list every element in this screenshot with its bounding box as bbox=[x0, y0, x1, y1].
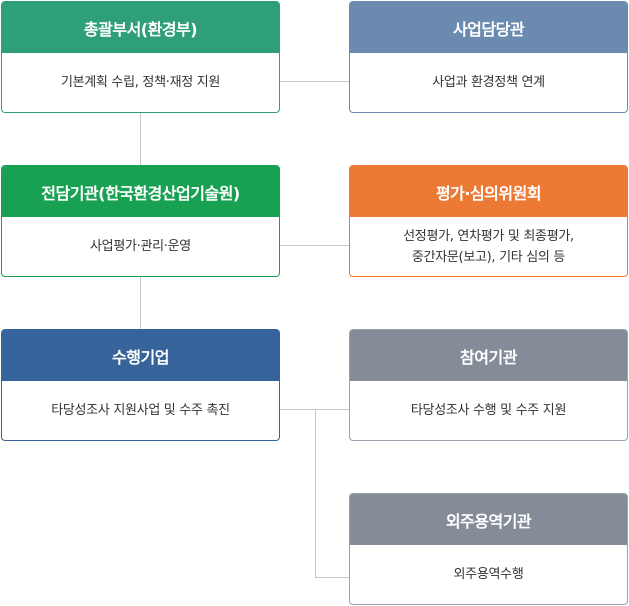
program-director-title: 사업담당관 bbox=[350, 2, 627, 53]
connector-agency-performer bbox=[140, 277, 141, 329]
connector-branch-contractor bbox=[315, 577, 349, 578]
contractor-box: 외주용역기관 외주용역수행 bbox=[349, 493, 628, 605]
committee-box: 평가·심의위원회 선정평가, 연차평가 및 최종평가, 중간자문(보고), 기타… bbox=[349, 165, 628, 277]
committee-title: 평가·심의위원회 bbox=[350, 166, 627, 217]
agency-title: 전담기관(한국환경산업기술원) bbox=[2, 166, 279, 217]
participant-title: 참여기관 bbox=[350, 330, 627, 381]
connector-performer-participant bbox=[280, 409, 349, 410]
agency-box: 전담기관(한국환경산업기술원) 사업평가·관리·운영 bbox=[1, 165, 280, 277]
committee-description-line2: 중간자문(보고), 기타 심의 등 bbox=[411, 249, 566, 265]
program-director-box: 사업담당관 사업과 환경정책 연계 bbox=[349, 1, 628, 113]
connector-ministry-director bbox=[280, 81, 349, 82]
committee-description: 선정평가, 연차평가 및 최종평가, 중간자문(보고), 기타 심의 등 bbox=[350, 217, 627, 276]
program-director-description: 사업과 환경정책 연계 bbox=[432, 75, 545, 90]
committee-description-line1: 선정평가, 연차평가 및 최종평가, bbox=[403, 228, 574, 244]
performer-box: 수행기업 타당성조사 지원사업 및 수주 촉진 bbox=[1, 329, 280, 441]
ministry-title: 총괄부서(환경부) bbox=[2, 2, 279, 53]
agency-description: 사업평가·관리·운영 bbox=[90, 239, 191, 254]
connector-ministry-agency bbox=[140, 113, 141, 165]
connector-agency-committee bbox=[280, 245, 349, 246]
performer-title: 수행기업 bbox=[2, 330, 279, 381]
ministry-description: 기본계획 수립, 정책·재정 지원 bbox=[60, 75, 221, 90]
connector-branch-vertical bbox=[315, 409, 316, 577]
contractor-description: 외주용역수행 bbox=[453, 567, 524, 582]
performer-description: 타당성조사 지원사업 및 수주 촉진 bbox=[51, 403, 230, 418]
participant-box: 참여기관 타당성조사 수행 및 수주 지원 bbox=[349, 329, 628, 441]
participant-description: 타당성조사 수행 및 수주 지원 bbox=[410, 403, 567, 418]
contractor-title: 외주용역기관 bbox=[350, 494, 627, 545]
ministry-box: 총괄부서(환경부) 기본계획 수립, 정책·재정 지원 bbox=[1, 1, 280, 113]
